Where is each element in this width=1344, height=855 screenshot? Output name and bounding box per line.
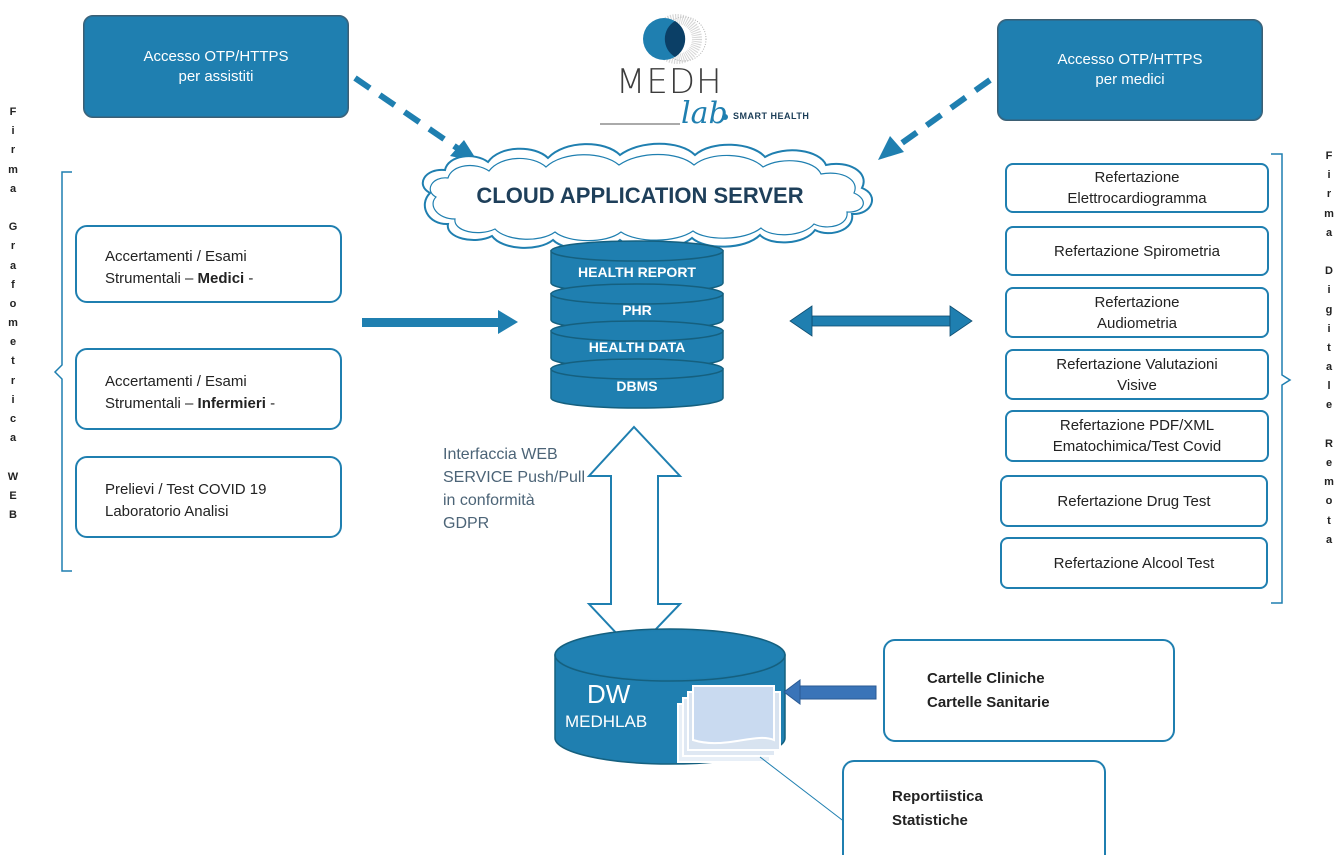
left-box-infermieri-line2: Strumentali – Infermieri - xyxy=(105,395,276,412)
db-layer-health-data xyxy=(550,320,724,369)
cloud-title: CLOUD APPLICATION SERVER xyxy=(476,183,804,208)
dw-subtitle: MEDHLAB xyxy=(565,712,648,731)
db-label-health-data: HEALTH DATA xyxy=(588,339,686,355)
db-layer-phr xyxy=(550,283,724,331)
access-patients-box: Accesso OTP/HTTPS per assistiti xyxy=(83,15,349,118)
hollow-double-arrow xyxy=(586,425,683,654)
arrow-left-to-db xyxy=(362,310,518,334)
right-brace xyxy=(1271,153,1292,604)
cloud-shape xyxy=(421,142,874,251)
db-label-phr: PHR xyxy=(622,302,652,318)
access-doctors-box: Accesso OTP/HTTPS per medici xyxy=(997,19,1263,121)
double-arrow-db-right xyxy=(789,305,973,337)
report-line2: Statistiche xyxy=(892,811,968,829)
db-label-health-report: HEALTH REPORT xyxy=(578,264,696,280)
cartelle-box: Cartelle Cliniche Cartelle Sanitarie xyxy=(883,639,1175,742)
database-stack xyxy=(550,240,724,409)
logo-tagline: SMART HEALTH xyxy=(733,111,810,121)
dashed-arrow-doctors xyxy=(878,77,992,160)
left-box-medici-line1: Accertamenti / Esami xyxy=(105,248,247,265)
logo-dot xyxy=(722,114,728,120)
left-box-prelievi-line2: Laboratorio Analisi xyxy=(105,503,229,520)
arrow-cartelle-to-dw xyxy=(783,679,877,705)
logo-mark xyxy=(643,14,707,64)
right-box-drug-test: Refertazione Drug Test xyxy=(1000,475,1268,527)
dw-title: DW xyxy=(587,679,631,709)
left-brace xyxy=(53,171,72,572)
left-box-infermieri-line1: Accertamenti / Esami xyxy=(105,373,247,390)
connector-dw-report xyxy=(759,756,851,827)
interface-text: Interfaccia WEB SERVICE Push/Pull in con… xyxy=(443,446,585,532)
report-line1: Reportiistica xyxy=(892,787,983,805)
db-layer-health-report xyxy=(550,240,724,294)
logo-sub: lab xyxy=(681,96,728,131)
report-box: Reportiistica Statistiche xyxy=(842,760,1106,855)
db-layer-dbms xyxy=(550,358,724,409)
access-patients-line2: per assistiti xyxy=(178,67,254,85)
cartelle-line2: Cartelle Sanitarie xyxy=(927,693,1050,711)
db-label-dbms: DBMS xyxy=(616,378,658,394)
dashed-arrow-patients xyxy=(353,75,478,162)
cartelle-line1: Cartelle Cliniche xyxy=(927,669,1045,687)
logo-brand: MEDH xyxy=(616,62,723,102)
access-doctors-line2: per medici xyxy=(1095,71,1165,88)
right-box-alcool-test: Refertazione Alcool Test xyxy=(1000,537,1268,589)
documents-icon xyxy=(677,685,781,763)
left-box-prelievi: Prelievi / Test COVID 19 Laboratorio Ana… xyxy=(75,456,342,538)
left-box-medici-line2: Strumentali – Medici - xyxy=(105,270,254,287)
left-box-infermieri: Accertamenti / Esami Strumentali – Infer… xyxy=(75,348,342,430)
right-box-spirometria: Refertazione Spirometria xyxy=(1005,226,1269,276)
left-box-prelievi-line1: Prelievi / Test COVID 19 xyxy=(105,481,267,498)
access-patients-line1: Accesso OTP/HTTPS xyxy=(143,47,289,65)
left-box-medici: Accertamenti / Esami Strumentali – Medic… xyxy=(75,225,342,303)
access-doctors-line1: Accesso OTP/HTTPS xyxy=(1057,51,1203,68)
